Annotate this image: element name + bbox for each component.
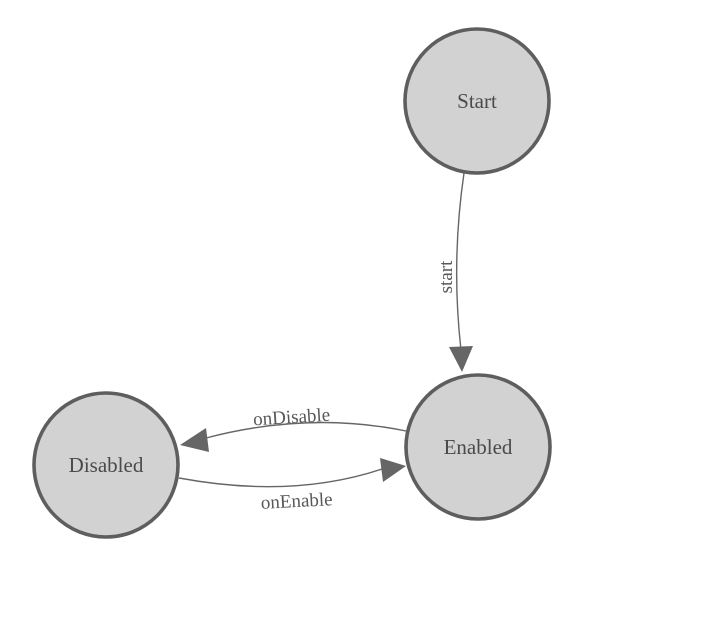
- edge-label-ondisable: onDisable: [253, 405, 331, 431]
- state-label-enabled: Enabled: [444, 435, 513, 459]
- edge-enabled-to-disabled: onDisable: [180, 405, 407, 452]
- state-circle-enabled[interactable]: [404, 373, 552, 521]
- arrowhead-into-enabled-left: [380, 458, 406, 482]
- edge-disabled-to-enabled: onEnable: [178, 458, 406, 514]
- edge-start-to-enabled: start: [436, 172, 473, 372]
- state-label-disabled: Disabled: [69, 453, 144, 477]
- state-circle-disabled[interactable]: [32, 391, 180, 539]
- state-node-enabled[interactable]: Enabled: [404, 373, 552, 521]
- edge-line-disabled-to-enabled: [178, 468, 383, 488]
- arrowhead-into-enabled-top: [449, 346, 473, 372]
- edge-label-onenable: onEnable: [260, 489, 333, 514]
- state-node-disabled[interactable]: Disabled: [32, 391, 180, 539]
- state-node-start[interactable]: Start: [403, 27, 551, 175]
- state-label-start: Start: [457, 89, 497, 113]
- state-circle-start[interactable]: [403, 27, 551, 175]
- edge-label-start: start: [436, 260, 457, 293]
- arrowhead-into-disabled-right: [180, 428, 209, 452]
- edge-line-start-to-enabled: [455, 172, 465, 351]
- edge-line-enabled-to-disabled: [205, 421, 407, 439]
